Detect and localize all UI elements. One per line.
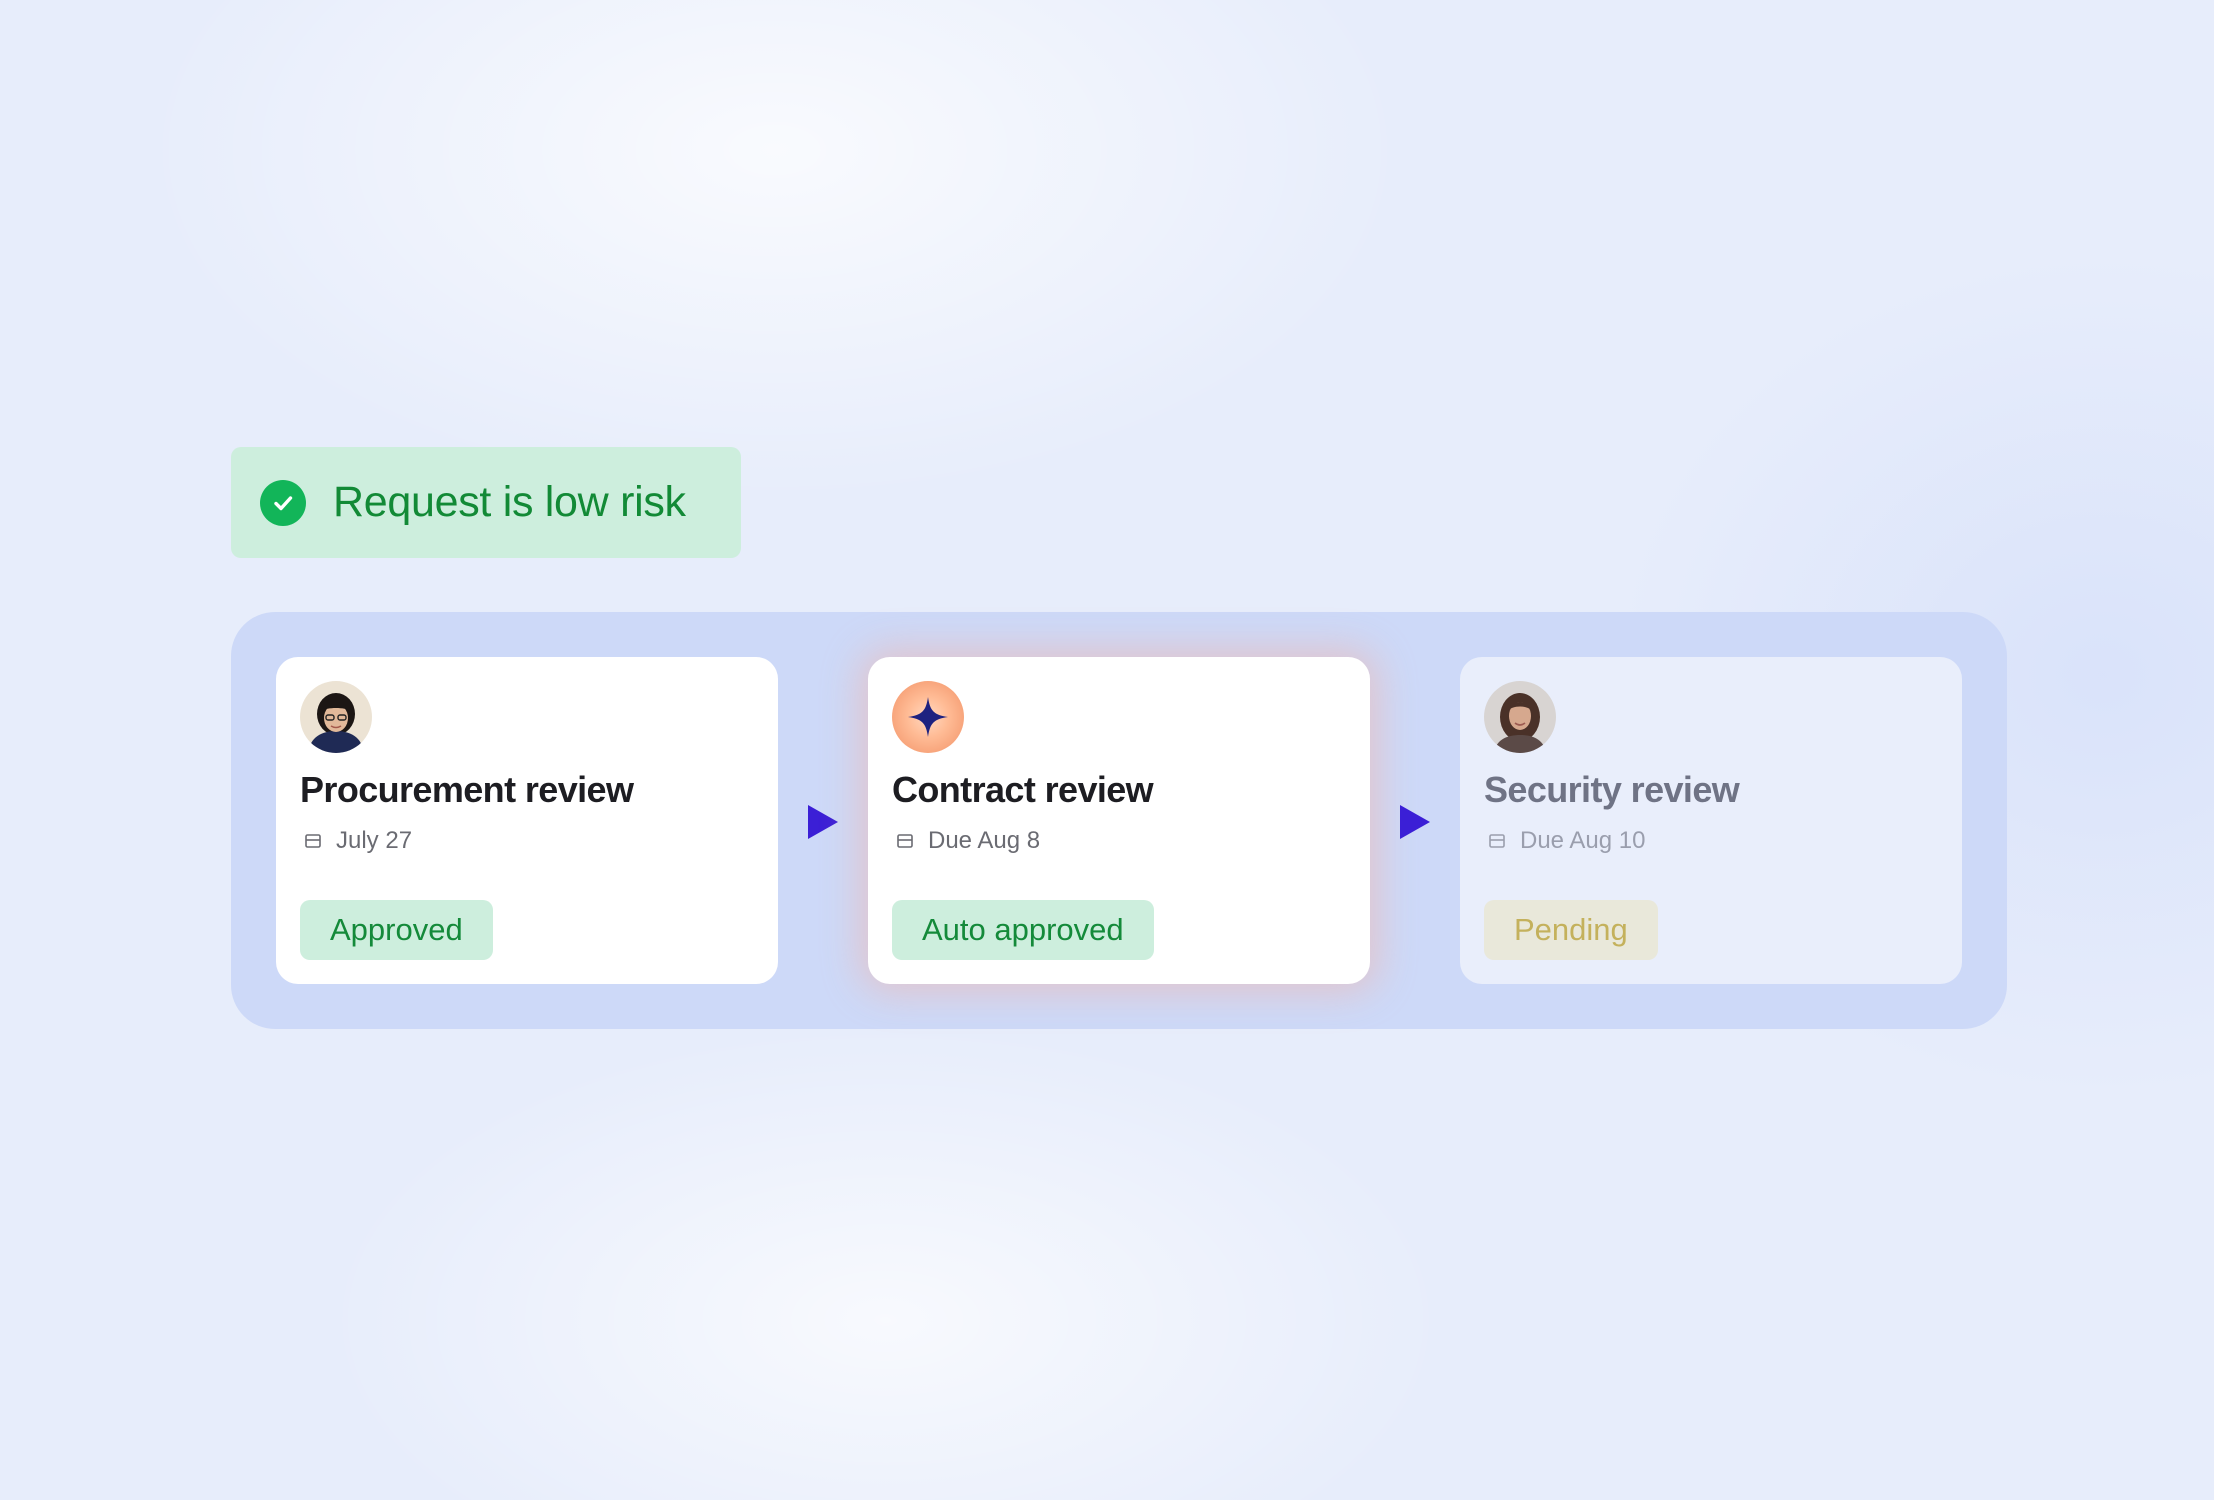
workflow-step-security-review[interactable]: Security review Due Aug 10 Pending: [1460, 657, 1962, 984]
step-date: Due Aug 10: [1484, 827, 1938, 855]
calendar-icon: [300, 828, 326, 854]
play-arrow-icon: [805, 802, 841, 842]
risk-status-banner: Request is low risk: [231, 447, 741, 558]
step-date: Due Aug 8: [892, 827, 1346, 855]
step-date-text: July 27: [336, 827, 413, 854]
workflow-step-procurement-review[interactable]: Procurement review July 27 Approved: [276, 657, 778, 984]
step-title: Procurement review: [300, 769, 634, 810]
status-badge: Pending: [1484, 900, 1658, 960]
calendar-icon: [892, 828, 918, 854]
step-date: July 27: [300, 827, 754, 855]
play-arrow-icon: [1397, 802, 1433, 842]
workflow-step-contract-review[interactable]: Contract review Due Aug 8 Auto approved: [868, 657, 1370, 984]
step-date-text: Due Aug 8: [928, 827, 1041, 854]
avatar: [1484, 681, 1556, 753]
check-circle-icon: [260, 479, 306, 526]
sparkle-ai-icon: [892, 681, 964, 753]
status-badge: Approved: [300, 900, 493, 960]
step-title: Security review: [1484, 769, 1740, 810]
risk-status-text: Request is low risk: [333, 478, 686, 526]
calendar-icon: [1484, 828, 1510, 854]
step-date-text: Due Aug 10: [1520, 827, 1646, 854]
step-title: Contract review: [892, 769, 1154, 810]
avatar: [300, 681, 372, 753]
status-badge: Auto approved: [892, 900, 1154, 960]
approval-workflow: Procurement review July 27 Approved: [231, 612, 2007, 1029]
